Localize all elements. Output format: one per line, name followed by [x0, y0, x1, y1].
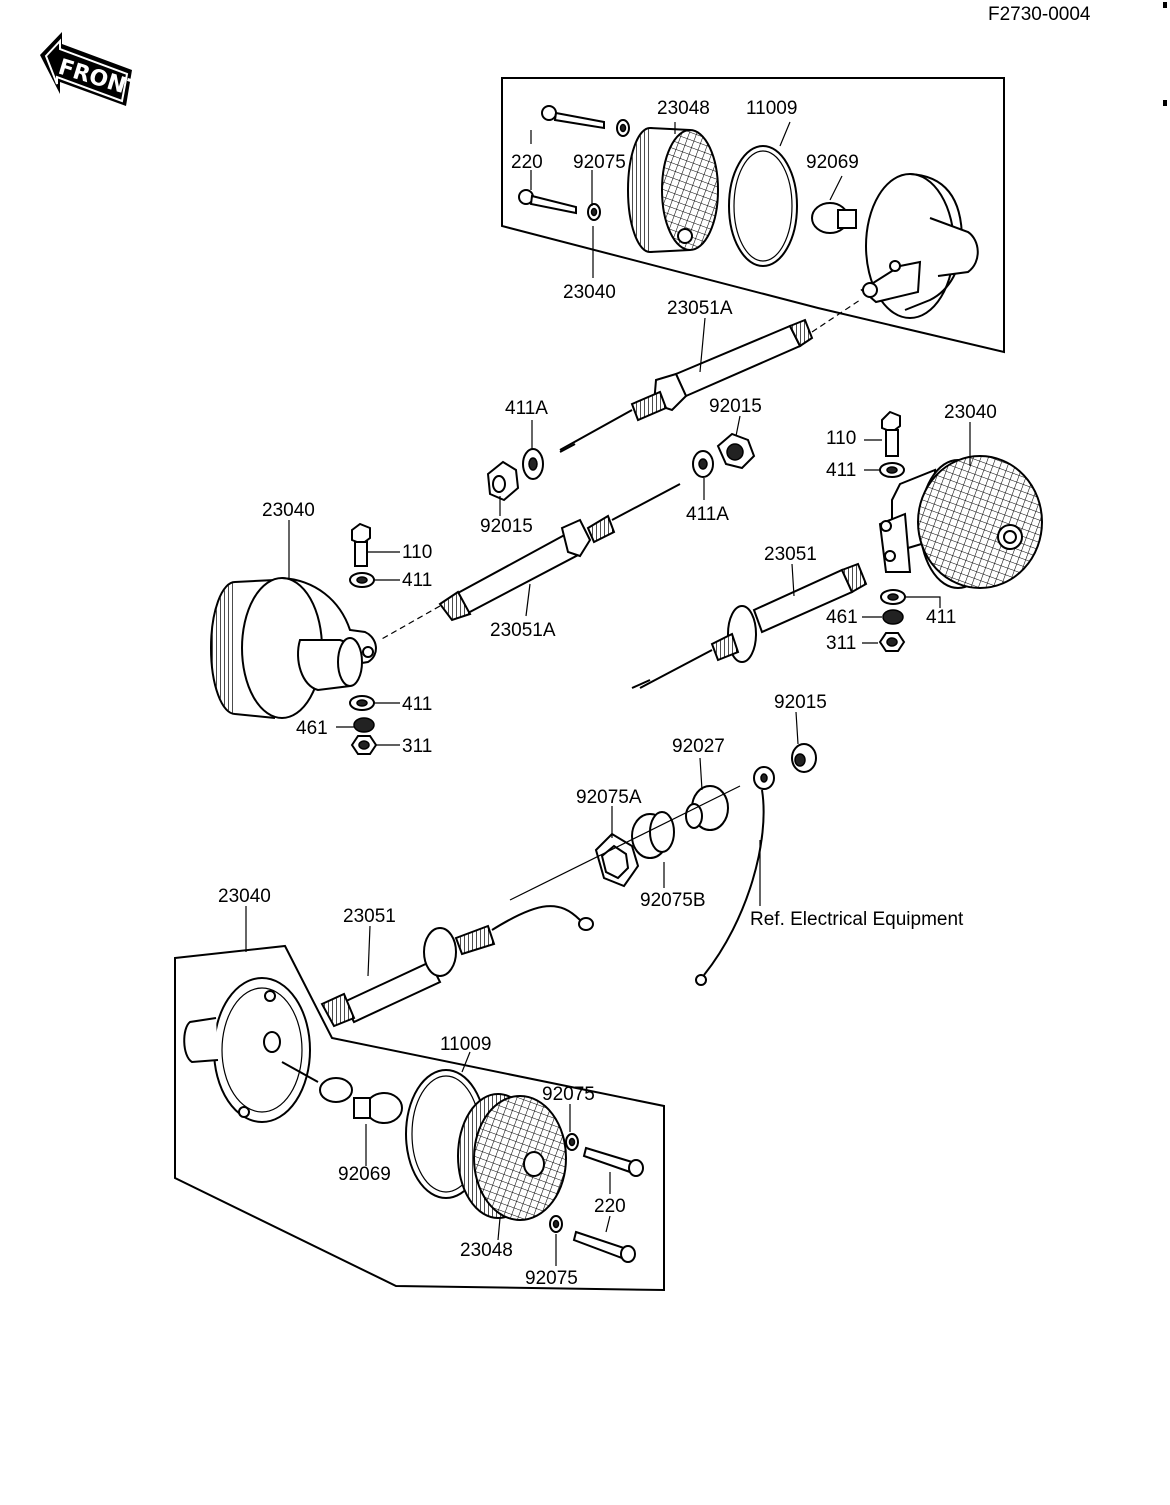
label-23051A: 23051A — [490, 620, 556, 641]
label-92075B: 92075B — [640, 890, 706, 911]
bottom-box-outline — [174, 944, 665, 1292]
terminal-wire — [695, 766, 775, 986]
label-23048: 23048 — [460, 1240, 513, 1261]
lens-23048-top — [627, 127, 719, 253]
stem-23051A-upper — [559, 299, 861, 453]
washer-411A-right — [692, 450, 714, 478]
front-arrow-icon: FRONT — [40, 32, 143, 106]
label-92075: 92075 — [525, 1268, 578, 1289]
label-461: 461 — [826, 607, 858, 628]
housing-23040-left — [210, 577, 377, 719]
top-box-assembly — [501, 77, 1005, 354]
label-23040: 23040 — [563, 282, 616, 303]
label-110: 110 — [402, 542, 432, 563]
lockwasher-461-left — [353, 717, 375, 733]
label-23048: 23048 — [657, 98, 710, 119]
lockwasher-461-right — [882, 609, 904, 625]
stem-23051A-middle — [379, 483, 681, 641]
connector-line — [509, 785, 741, 901]
label-411A: 411A — [505, 398, 548, 419]
bottom-box-assembly — [174, 905, 665, 1292]
stem-23051-right — [631, 562, 868, 689]
label-92075: 92075 — [573, 152, 626, 173]
label-23040: 23040 — [218, 886, 271, 907]
label-461: 461 — [296, 718, 328, 739]
label-411: 411 — [402, 694, 432, 715]
label-23040: 23040 — [944, 402, 997, 423]
washer-411A-left — [522, 448, 544, 480]
label-311: 311 — [826, 633, 856, 654]
washer-92075-top — [587, 119, 630, 221]
label-411: 411 — [826, 460, 856, 481]
label-92069: 92069 — [806, 152, 859, 173]
label-92015: 92015 — [480, 516, 533, 537]
label-23051: 23051 — [343, 906, 396, 927]
grommet-92075B — [631, 811, 675, 859]
label-11009: 11009 — [746, 98, 797, 119]
nut-311-right — [878, 632, 906, 652]
label-92069: 92069 — [338, 1164, 391, 1185]
screw-220-top — [518, 105, 605, 215]
corner-mark — [1163, 2, 1167, 8]
label-23051A: 23051A — [667, 298, 733, 319]
label-92075A: 92075A — [576, 787, 642, 808]
label-92015: 92015 — [774, 692, 827, 713]
label-23051: 23051 — [764, 544, 817, 565]
leader-lines — [245, 121, 971, 1266]
bolt-110-left — [351, 522, 371, 567]
label-110: 110 — [826, 428, 856, 449]
gasket-11009-top — [728, 145, 798, 267]
label-220: 220 — [511, 152, 543, 173]
label-411A: 411A — [686, 504, 729, 525]
washer-411-right-top — [879, 462, 905, 478]
housing-23040-right — [878, 455, 1043, 589]
washer-411-left-bot — [349, 695, 375, 711]
washer-411-left-top — [349, 572, 375, 588]
document-code: F2730-0004 — [988, 4, 1091, 25]
nut-92015-right — [716, 432, 756, 470]
washer-411-right-bot — [880, 589, 906, 605]
label-220: 220 — [594, 1196, 626, 1217]
nut-311-left — [350, 735, 378, 755]
part-labels: 220 23048 11009 92075 92069 23040 23051A… — [218, 98, 997, 1289]
label-92027: 92027 — [672, 736, 725, 757]
top-box-outline — [501, 77, 1005, 354]
label-411: 411 — [926, 607, 956, 628]
bolt-110-right — [881, 410, 901, 457]
housing-23040-top — [860, 173, 979, 319]
nut-92015-lower — [791, 743, 817, 773]
label-411: 411 — [402, 570, 432, 591]
nut-92015-left — [486, 460, 520, 502]
corner-mark — [1163, 100, 1167, 106]
label-92075: 92075 — [542, 1084, 595, 1105]
reference-note: Ref. Electrical Equipment — [750, 909, 964, 930]
label-311: 311 — [402, 736, 432, 757]
bulb-92069-top — [811, 202, 857, 234]
label-11009: 11009 — [440, 1034, 491, 1055]
label-92015: 92015 — [709, 396, 762, 417]
label-23040: 23040 — [262, 500, 315, 521]
collar-92027 — [685, 785, 729, 831]
